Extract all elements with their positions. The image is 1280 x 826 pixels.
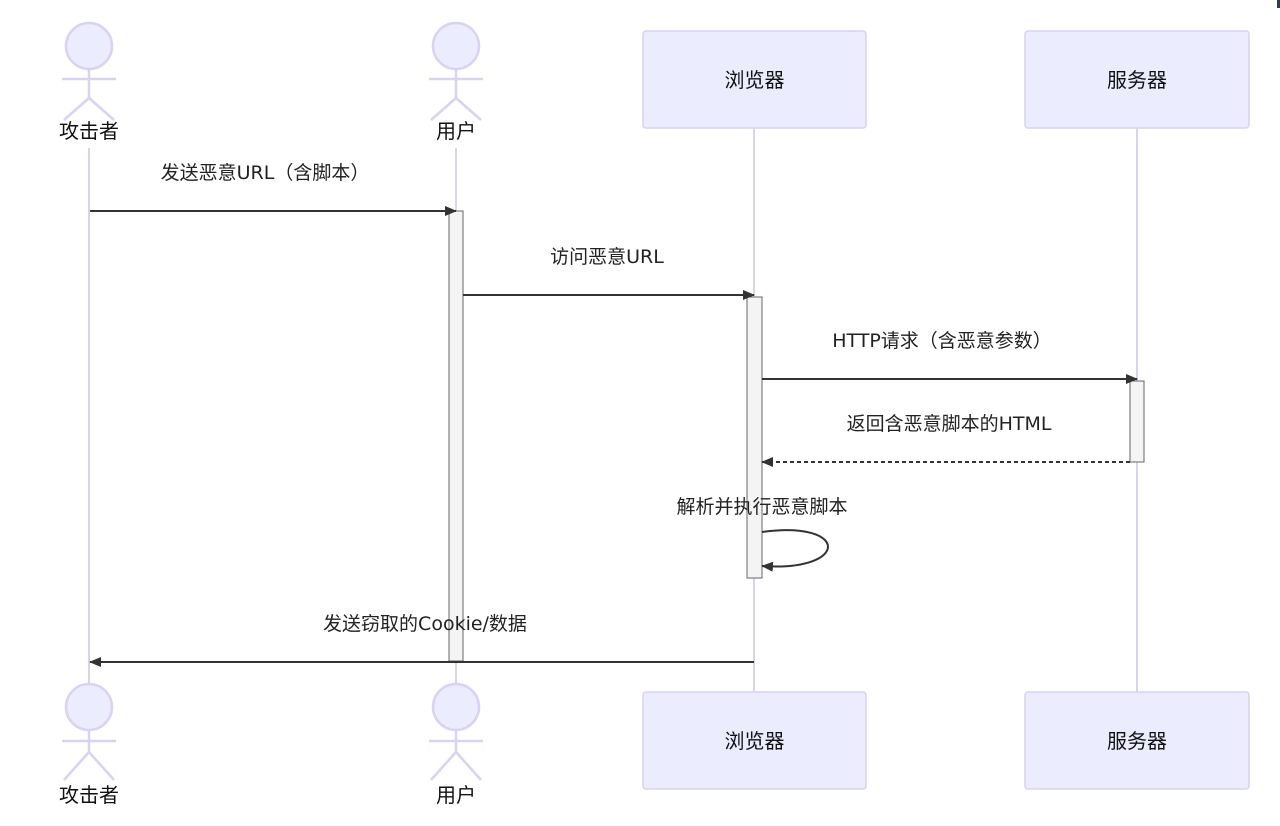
participant-label: 服务器: [1107, 68, 1167, 92]
self-loop-arrow: [761, 529, 829, 572]
participant-box: [1024, 30, 1250, 129]
message-return-html[interactable]: 返回含恶意脚本的HTML: [761, 413, 1130, 467]
message-label: 发送恶意URL（含脚本）: [161, 162, 370, 184]
message-send-malicious-url[interactable]: 发送恶意URL（含脚本）: [90, 162, 457, 216]
actor-head-icon: [431, 682, 481, 732]
participant-box: [642, 691, 867, 790]
participant-label: 浏览器: [725, 729, 785, 753]
actor-head-icon: [64, 21, 114, 71]
activation-browser: [746, 296, 763, 579]
corner-mark: [1277, 0, 1280, 8]
message-http-request[interactable]: HTTP请求（含恶意参数）: [762, 330, 1138, 384]
actor-label: 用户: [436, 783, 476, 807]
message-label: 返回含恶意脚本的HTML: [847, 413, 1052, 435]
actor-user-top[interactable]: 用户: [429, 21, 483, 143]
actor-leg-right-icon: [455, 97, 482, 121]
actor-attacker-bottom[interactable]: 攻击者: [59, 682, 119, 807]
actor-leg-left-icon: [430, 97, 457, 121]
participant-label: 浏览器: [725, 68, 785, 92]
actor-leg-right-icon: [88, 97, 115, 121]
actor-leg-left-icon: [63, 97, 90, 121]
actor-head-icon: [64, 682, 114, 732]
actor-leg-left-icon: [63, 751, 90, 781]
actor-label: 用户: [436, 119, 476, 143]
participant-browser-bottom[interactable]: 浏览器: [642, 691, 867, 790]
actor-label: 攻击者: [59, 783, 119, 807]
message-label: HTTP请求（含恶意参数）: [832, 330, 1052, 352]
actor-user-bottom[interactable]: 用户: [429, 682, 483, 807]
actor-attacker-top[interactable]: 攻击者: [59, 21, 119, 143]
actor-leg-right-icon: [88, 751, 115, 781]
message-label: 发送窃取的Cookie/数据: [323, 613, 527, 635]
message-execute-script[interactable]: 解析并执行恶意脚本: [676, 496, 848, 572]
actor-label: 攻击者: [59, 119, 119, 143]
message-label: 访问恶意URL: [550, 246, 664, 268]
participant-box: [1024, 691, 1250, 790]
actor-leg-left-icon: [430, 751, 457, 781]
activation-server: [1129, 380, 1145, 463]
actor-head-icon: [431, 21, 481, 71]
participant-box: [642, 30, 867, 129]
participant-server-bottom[interactable]: 服务器: [1024, 691, 1250, 790]
message-visit-url[interactable]: 访问恶意URL: [463, 246, 755, 300]
participant-server-top[interactable]: 服务器: [1024, 30, 1250, 129]
actor-leg-right-icon: [455, 751, 482, 781]
message-label: 解析并执行恶意脚本: [676, 496, 847, 518]
participant-label: 服务器: [1107, 729, 1167, 753]
participant-browser-top[interactable]: 浏览器: [642, 30, 867, 129]
activation-user: [448, 210, 464, 662]
message-send-stolen-cookie[interactable]: 发送窃取的Cookie/数据: [89, 613, 754, 667]
